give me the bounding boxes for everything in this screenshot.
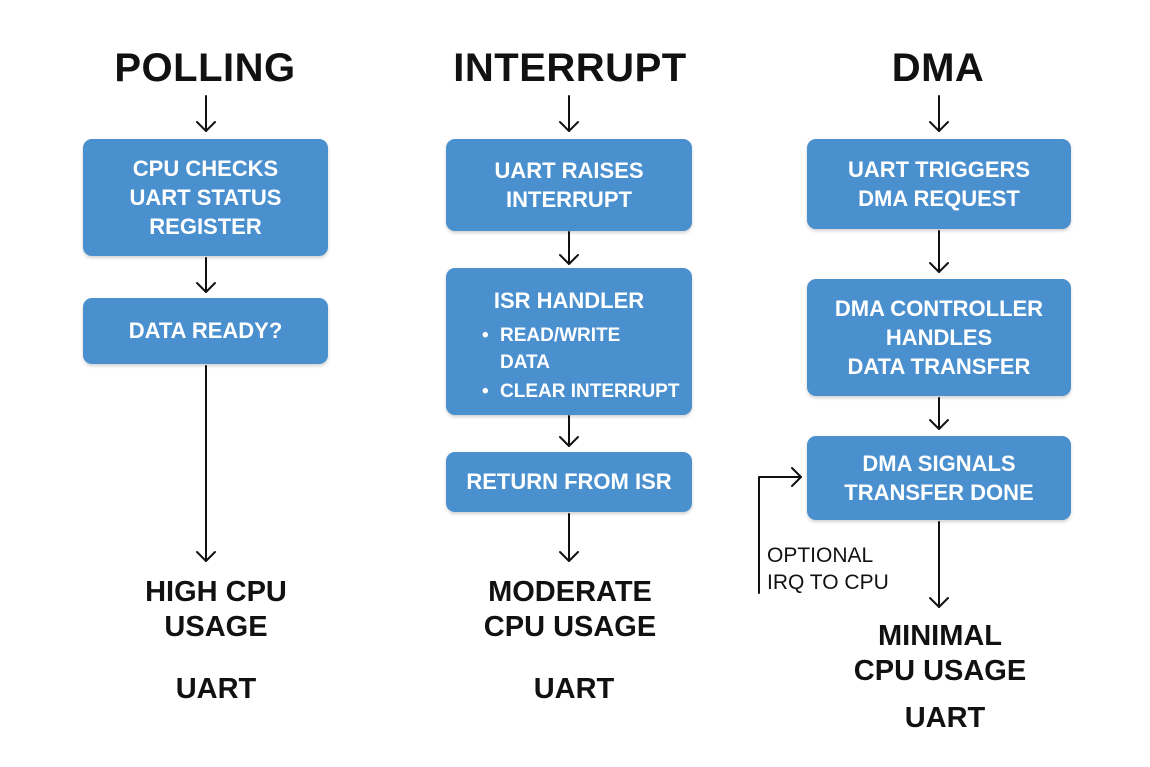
- arrow-down-icon: [559, 95, 579, 132]
- polling-title: POLLING: [114, 46, 296, 90]
- bullet-dot-icon: •: [482, 381, 489, 403]
- arrow-down-icon: [929, 95, 949, 132]
- interrupt-step-isr-handler: ISR HANDLER • READ/WRITE DATA • CLEAR IN…: [446, 268, 692, 415]
- arrow-down-icon: [196, 365, 216, 562]
- isr-bullet-clear: • CLEAR INTERRUPT: [482, 379, 679, 406]
- arrow-down-icon: [929, 521, 949, 608]
- dma-step-controller: DMA CONTROLLER HANDLES DATA TRANSFER: [807, 279, 1071, 396]
- isr-bullet-read-write: • READ/WRITE DATA: [482, 325, 621, 373]
- arrow-down-icon: [559, 513, 579, 562]
- dma-title: DMA: [891, 46, 985, 90]
- interrupt-footer-uart: UART: [533, 673, 615, 705]
- polling-outcome: HIGH CPU USAGE: [145, 576, 287, 643]
- arrow-down-icon: [559, 415, 579, 447]
- interrupt-title: INTERRUPT: [453, 46, 687, 90]
- polling-step-data-ready: DATA READY?: [83, 298, 328, 364]
- isr-bullet-list: • READ/WRITE DATA • CLEAR INTERRUPT: [482, 323, 679, 406]
- arrow-down-icon: [196, 95, 216, 132]
- arrow-down-icon: [559, 231, 579, 265]
- dma-optional-irq-note: OPTIONAL IRQ TO CPU: [767, 544, 889, 595]
- arrow-down-icon: [929, 397, 949, 430]
- interrupt-step-return: RETURN FROM ISR: [446, 452, 692, 512]
- dma-step-trigger: UART TRIGGERS DMA REQUEST: [807, 139, 1071, 229]
- interrupt-step-raise: UART RAISES INTERRUPT: [446, 139, 692, 231]
- arrow-down-icon: [196, 257, 216, 293]
- polling-footer-uart: UART: [175, 673, 257, 705]
- polling-step-check-status: CPU CHECKS UART STATUS REGISTER: [83, 139, 328, 256]
- dma-outcome: MINIMAL CPU USAGE: [853, 620, 1027, 687]
- bullet-dot-icon: •: [482, 325, 489, 347]
- arrow-right-icon: [758, 467, 802, 594]
- dma-step-signal-done: DMA SIGNALS TRANSFER DONE: [807, 436, 1071, 520]
- dma-footer-uart: UART: [904, 702, 986, 734]
- interrupt-outcome: MODERATE CPU USAGE: [483, 576, 657, 643]
- arrow-down-icon: [929, 230, 949, 273]
